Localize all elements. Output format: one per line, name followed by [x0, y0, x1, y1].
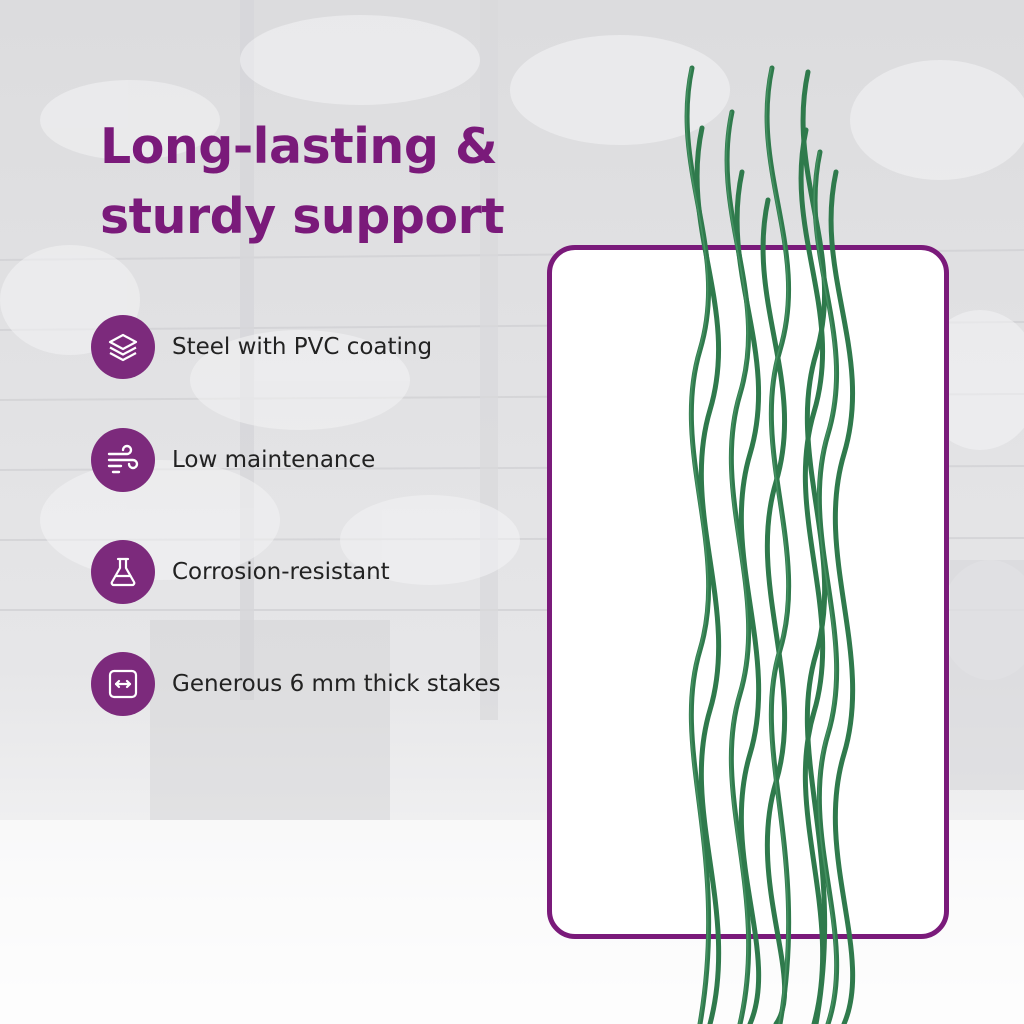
layers-icon: [91, 315, 155, 379]
feature-item-low-maintenance: Low maintenance: [91, 428, 561, 492]
width-arrows-icon: [91, 652, 155, 716]
wind-icon: [91, 428, 155, 492]
flask-icon: [91, 540, 155, 604]
feature-item-corrosion-resistant: Corrosion-resistant: [91, 540, 561, 604]
title-line-2: sturdy support: [100, 188, 505, 245]
feature-label: Steel with PVC coating: [172, 334, 433, 360]
feature-label: Corrosion-resistant: [172, 559, 390, 585]
title-line-1: Long-lasting &: [100, 118, 498, 175]
spiral-stakes-image: [684, 65, 856, 1024]
page-title: Long-lasting & sturdy support: [100, 112, 560, 252]
feature-label: Low maintenance: [172, 447, 376, 473]
feature-label: Generous 6 mm thick stakes: [172, 671, 501, 697]
feature-item-pvc-coating: Steel with PVC coating: [91, 315, 561, 379]
feature-item-thick-stakes: Generous 6 mm thick stakes: [91, 652, 561, 716]
